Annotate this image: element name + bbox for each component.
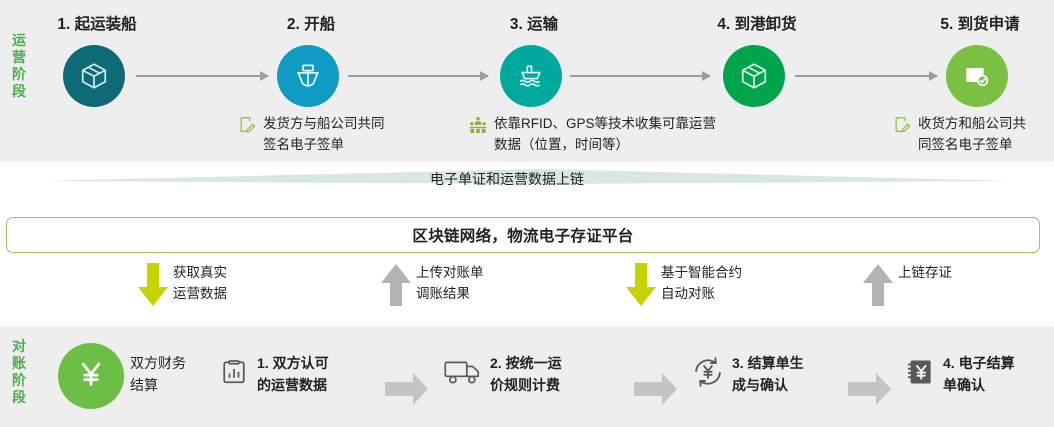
connector-1-2 (136, 71, 269, 81)
reconciliation-arrow-2 (634, 373, 678, 410)
reconciliation-step-1-label: 1. 双方认可 的运营数据 (257, 355, 329, 393)
reconciliation-step-4[interactable]: 4. 电子结算 单确认 (905, 352, 1015, 396)
blockchain-platform-bar[interactable]: 区块链网络，物流电子存证平台 (6, 217, 1040, 253)
arrow-up-icon (862, 263, 894, 312)
side-label-char: 阶 (12, 66, 26, 82)
flow-item-4-label: 上链存证 (898, 265, 952, 280)
box-3d-icon (739, 61, 769, 91)
operations-step-2-note-text: 发货方与船公司共同 签名电子签单 (263, 116, 385, 152)
signed-document-icon (238, 115, 257, 140)
operations-step-3-note: 依靠RFID、GPS等技术收集可靠运营 数据（位置，时间等） (468, 113, 716, 155)
operations-step-5-circle[interactable] (946, 45, 1008, 107)
flow-item-3: 基于智能合约 自动对账 (625, 262, 742, 312)
operations-step-4-title: 4. 到港卸货 (717, 16, 797, 33)
operations-step-5-title: 5. 到货申请 (940, 16, 1020, 33)
arrow-up-icon (380, 263, 412, 312)
box-3d-icon (79, 61, 109, 91)
operations-phase-band: 运营阶段 1. 起运装船 2. 开船 (0, 0, 1054, 162)
arrow-down-icon (137, 263, 169, 312)
operations-step-2-note: 发货方与船公司共同 签名电子签单 (238, 113, 385, 155)
yen-refresh-icon (692, 356, 724, 393)
operations-step-1-title: 1. 起运装船 (57, 16, 137, 33)
people-network-icon (468, 115, 488, 141)
operations-step-5-note: 收货方和船公司共 同签名电子签单 (893, 113, 1026, 155)
operations-step-2-circle[interactable] (277, 45, 339, 107)
operations-step-1-circle[interactable] (63, 45, 125, 107)
reconciliation-lead-label: 双方财务 结算 (130, 355, 186, 393)
yen-circle-icon (74, 357, 108, 396)
yen-ledger-icon (905, 357, 935, 392)
reconciliation-arrow-1 (385, 373, 429, 410)
operations-step-3-note-text: 依靠RFID、GPS等技术收集可靠运营 数据（位置，时间等） (494, 116, 717, 152)
reconciliation-step-2[interactable]: 2. 按统一运 价规则计费 (444, 352, 562, 396)
reconciliation-step-3[interactable]: 3. 结算单生 成与确认 (692, 352, 804, 396)
reconciliation-step-3-label: 3. 结算单生 成与确认 (732, 355, 804, 393)
flow-item-2: 上传对账单 调账结果 (380, 262, 484, 312)
operations-phase-side-label: 运营阶段 (6, 32, 32, 100)
blockchain-middle-section: 电子单证和运营数据上链 区块链网络，物流电子存证平台 获取真实 运营数据 上传对… (0, 162, 1054, 326)
flow-item-1: 获取真实 运营数据 (137, 262, 227, 312)
reconciliation-step-4-label: 4. 电子结算 单确认 (943, 355, 1015, 393)
reconciliation-step-2-label: 2. 按统一运 价规则计费 (490, 355, 562, 393)
blockchain-platform-bar-text: 区块链网络，物流电子存证平台 (412, 228, 634, 245)
reconciliation-lead-circle[interactable] (58, 343, 124, 409)
signed-document-icon (893, 115, 912, 140)
flow-item-4: 上链存证 (862, 262, 952, 312)
operations-step-5-note-text: 收货方和船公司共 同签名电子签单 (918, 116, 1026, 152)
side-label-char: 运 (12, 32, 26, 48)
operations-step-2-title: 2. 开船 (286, 16, 336, 33)
clipboard-chart-icon (219, 357, 249, 392)
operations-step-3-title: 3. 运输 (509, 16, 559, 33)
operations-step-4-circle[interactable] (723, 45, 785, 107)
reconciliation-phase-band: 对账阶段 双方财务 结算 1. 双方认可 的运营数据 (0, 326, 1054, 427)
arrow-down-icon (625, 263, 657, 312)
side-label-char: 段 (12, 83, 26, 99)
side-label-char: 段 (12, 389, 26, 405)
reconciliation-lead-label-wrap: 双方财务 结算 (130, 352, 186, 396)
flow-item-2-label: 上传对账单 调账结果 (416, 265, 484, 301)
connector-2-3 (348, 71, 489, 81)
ship-sailing-icon (516, 61, 546, 91)
flow-item-3-label: 基于智能合约 自动对账 (661, 265, 742, 301)
upload-ribbon-text: 电子单证和运营数据上链 (430, 171, 584, 187)
reconciliation-arrow-3 (848, 373, 892, 410)
flow-item-1-label: 获取真实 运营数据 (173, 265, 227, 301)
reconciliation-phase-side-label: 对账阶段 (6, 338, 32, 406)
side-label-char: 阶 (12, 372, 26, 388)
upload-ribbon (40, 169, 1014, 184)
truck-icon (444, 357, 482, 392)
document-check-icon (961, 60, 993, 92)
operations-step-3-circle[interactable] (500, 45, 562, 107)
connector-3-4 (570, 71, 711, 81)
reconciliation-step-1[interactable]: 1. 双方认可 的运营数据 (219, 352, 329, 396)
ship-front-icon (293, 61, 323, 91)
connector-4-5 (795, 71, 938, 81)
side-label-char: 账 (12, 355, 26, 371)
side-label-char: 对 (12, 338, 26, 354)
side-label-char: 营 (12, 49, 26, 65)
